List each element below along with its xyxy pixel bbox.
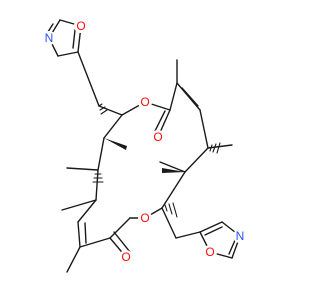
atom-label-nitrogen: N	[45, 31, 54, 45]
atom-label-oxygen: O	[153, 130, 162, 144]
atom-label-oxygen: O	[205, 245, 214, 259]
atom-label-oxygen: O	[140, 211, 149, 225]
atom-label-oxygen: O	[76, 19, 85, 33]
atom-label-oxygen: O	[140, 95, 149, 109]
atom-label-nitrogen: N	[236, 229, 245, 243]
atom-label-oxygen: O	[121, 250, 130, 264]
stereo-bonds	[92, 103, 221, 218]
molecule-structure: O N O O O O O N	[42, 19, 247, 273]
wedge-bond	[104, 138, 127, 150]
wedge-bond	[162, 168, 185, 173]
atom-labels: O N O O O O O N	[42, 19, 247, 264]
